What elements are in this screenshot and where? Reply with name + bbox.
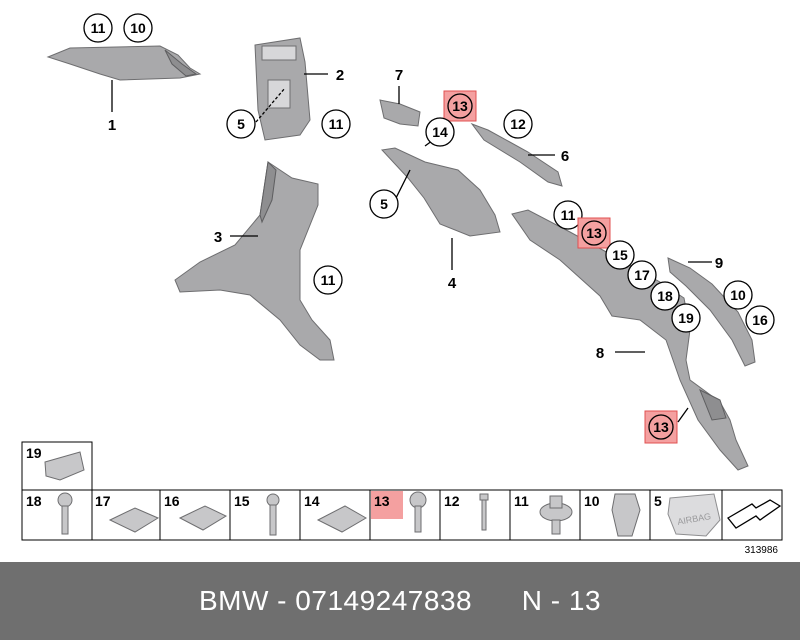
svg-text:12: 12	[444, 493, 460, 509]
svg-text:12: 12	[510, 116, 526, 132]
callouts: 11 10 1 2 5 11 3 11 7 13 14	[83, 13, 775, 444]
svg-text:11: 11	[329, 116, 344, 132]
svg-text:5: 5	[237, 116, 245, 132]
callout-19: 19	[671, 303, 701, 333]
label-1: 1	[108, 117, 116, 134]
part-number: 07149247838	[295, 585, 473, 616]
svg-text:16: 16	[752, 312, 768, 328]
table-cell-11: 11	[514, 493, 573, 535]
callout-16: 16	[745, 305, 775, 335]
callout-5: 5	[226, 109, 256, 139]
table-cell-13-highlighted: 13	[371, 491, 427, 533]
part-6-bracket	[470, 122, 563, 187]
svg-text:5: 5	[380, 196, 388, 212]
svg-text:17: 17	[95, 493, 111, 509]
callout-13-highlighted: 13	[443, 90, 477, 122]
svg-text:15: 15	[612, 247, 628, 263]
callout-15: 15	[605, 240, 635, 270]
svg-text:19: 19	[678, 310, 694, 326]
label-3: 3	[214, 229, 222, 246]
callout-14: 14	[425, 117, 455, 147]
part-2-trim	[254, 37, 311, 141]
callout-18: 18	[650, 281, 680, 311]
svg-text:13: 13	[452, 98, 468, 114]
parts-table: 19 18 17 16 15 14	[21, 441, 783, 541]
svg-text:16: 16	[164, 493, 180, 509]
table-cell-19: 19	[21, 441, 93, 491]
label-2: 2	[336, 67, 344, 84]
table-cell-5: 5 AIRBAG	[654, 493, 721, 537]
diagram-position: N - 13	[521, 585, 602, 616]
callout-5: 5	[369, 189, 399, 219]
callout-10: 10	[723, 280, 753, 310]
part-9-bracket	[667, 257, 756, 367]
svg-text:10: 10	[730, 287, 746, 303]
callout-10: 10	[123, 13, 153, 43]
callout-13-highlighted: 13	[577, 217, 611, 249]
callout-17: 17	[627, 260, 657, 290]
svg-text:11: 11	[514, 493, 529, 509]
svg-text:13: 13	[374, 493, 390, 509]
svg-text:14: 14	[432, 124, 448, 140]
brand-name: BMW	[198, 585, 269, 616]
label-4: 4	[448, 275, 457, 292]
svg-text:17: 17	[634, 267, 650, 283]
table-cell-reference	[727, 499, 782, 529]
label-7: 7	[395, 67, 403, 84]
part-3-trim	[174, 160, 335, 361]
table-cell-14: 14	[304, 493, 367, 533]
svg-text:11: 11	[321, 272, 336, 288]
svg-text:11: 11	[91, 20, 106, 36]
svg-text:5: 5	[654, 493, 662, 509]
svg-text:18: 18	[657, 288, 673, 304]
table-cell-16: 16	[164, 493, 228, 531]
diagram-number: 313986	[745, 545, 779, 556]
table-cell-18: 18	[26, 492, 73, 535]
svg-text:10: 10	[584, 493, 600, 509]
svg-text:13: 13	[586, 225, 602, 241]
table-cell-10: 10	[584, 493, 641, 537]
svg-text:11: 11	[561, 207, 576, 223]
part-1-trim	[46, 45, 202, 81]
part-4-trim	[380, 147, 501, 237]
svg-text:19: 19	[26, 445, 42, 461]
callout-11: 11	[313, 265, 343, 295]
label-6: 6	[561, 148, 569, 165]
callout-11: 11	[321, 109, 351, 139]
table-cell-12: 12	[444, 493, 489, 531]
callout-13-highlighted: 13	[644, 410, 678, 444]
separator: -	[268, 585, 296, 616]
callout-11: 11	[553, 200, 583, 230]
svg-text:18: 18	[26, 493, 42, 509]
svg-text:13: 13	[653, 419, 669, 435]
svg-text:14: 14	[304, 493, 320, 509]
callout-11: 11	[83, 13, 113, 43]
table-cell-17: 17	[95, 493, 160, 533]
spacer	[472, 585, 522, 617]
footer-bar: BMW - 07149247838 N - 13	[0, 562, 800, 640]
svg-text:10: 10	[130, 20, 146, 36]
label-9: 9	[715, 255, 723, 272]
svg-text:15: 15	[234, 493, 250, 509]
callout-12: 12	[503, 109, 533, 139]
label-8: 8	[596, 345, 604, 362]
parts-diagram: 11 10 1 2 5 11 3 11 7 13 14	[21, 13, 783, 556]
table-cell-15: 15	[234, 493, 280, 536]
part-7-clip	[379, 99, 421, 127]
